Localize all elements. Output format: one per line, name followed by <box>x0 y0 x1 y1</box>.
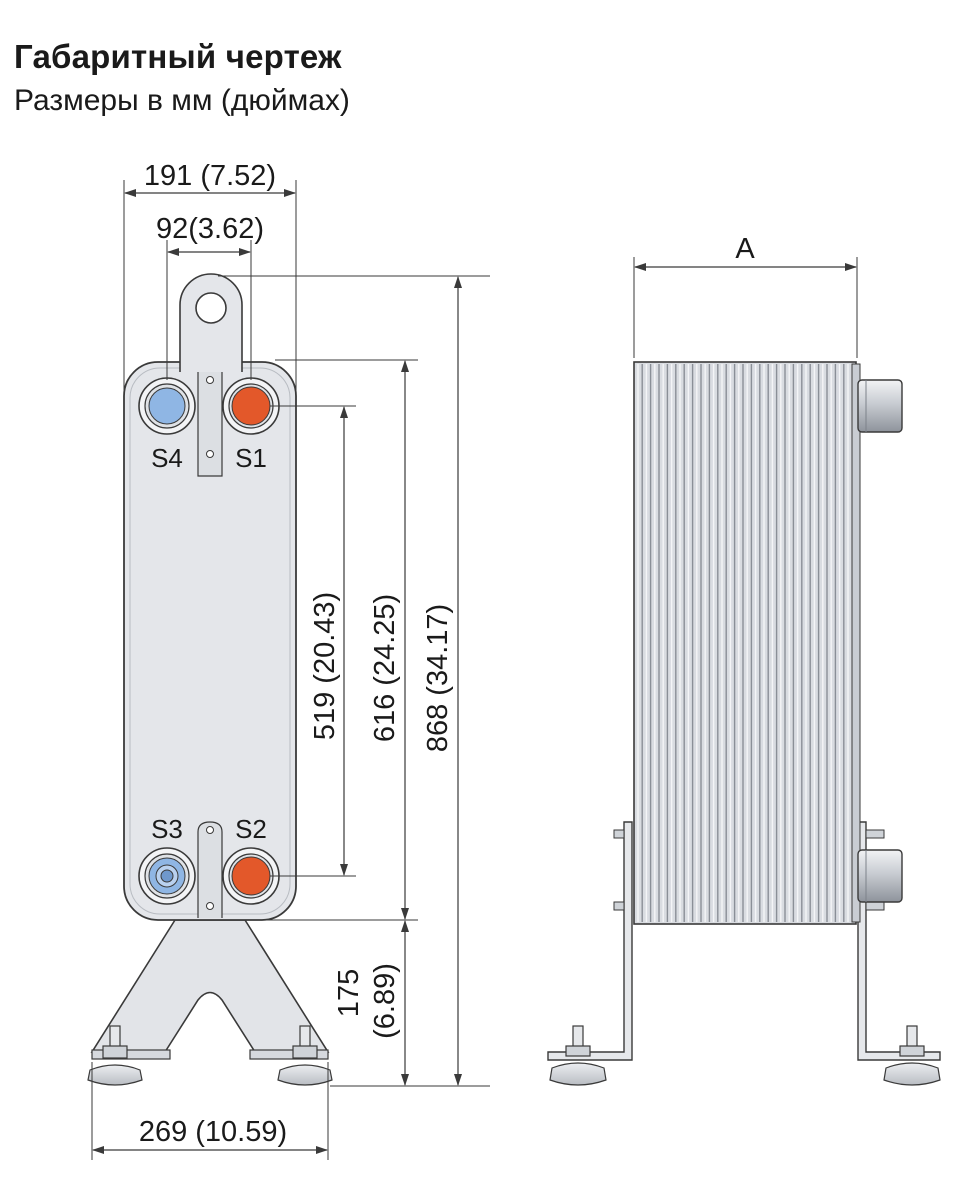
dim-overall-height: 868 (34.17) <box>422 604 454 752</box>
side-view: A <box>547 233 941 1086</box>
dim-plate-height: 616 (24.25) <box>369 594 401 742</box>
front-top-center-tab <box>197 372 223 477</box>
front-bottom-center-tab <box>197 821 223 918</box>
dim-stand-height-mm: 175 <box>333 969 365 1017</box>
plate-pack-lines <box>637 364 849 922</box>
port-s3 <box>138 847 196 905</box>
front-foot-right <box>277 1025 333 1086</box>
front-extension-lines <box>91 180 490 1160</box>
port-s2 <box>222 847 280 905</box>
drawing-title: Габаритный чертеж <box>14 38 342 75</box>
front-foot-plate-right <box>249 1049 329 1060</box>
side-bracket-left <box>547 821 633 1061</box>
dim-port-center-distance: 519 (20.43) <box>309 592 341 740</box>
label-s4: S4 <box>151 443 183 473</box>
side-connection-bottom <box>857 849 903 903</box>
front-view: S4 S1 S3 S2 1 <box>87 160 490 1160</box>
dim-pack-length: A <box>735 233 755 265</box>
drawing-subtitle: Размеры в мм (дюймах) <box>14 84 350 117</box>
label-s3: S3 <box>151 814 183 844</box>
label-s2: S2 <box>235 814 267 844</box>
side-connection-top <box>857 379 903 433</box>
front-foot-plate-left <box>91 1049 171 1060</box>
dim-port-spacing: 92(3.62) <box>156 213 264 245</box>
dim-stand-height-in: (6.89) <box>369 963 401 1039</box>
front-foot-left <box>87 1025 143 1086</box>
front-stand <box>90 919 330 1053</box>
lifting-hole <box>195 292 227 324</box>
front-dimension-lines <box>92 189 462 1154</box>
dim-foot-span: 269 (10.59) <box>139 1116 287 1148</box>
port-s4 <box>138 377 196 435</box>
label-s1: S1 <box>235 443 267 473</box>
side-foot-left <box>549 1025 607 1086</box>
dim-overall-width: 191 (7.52) <box>144 160 276 192</box>
side-foot-right <box>883 1025 941 1086</box>
